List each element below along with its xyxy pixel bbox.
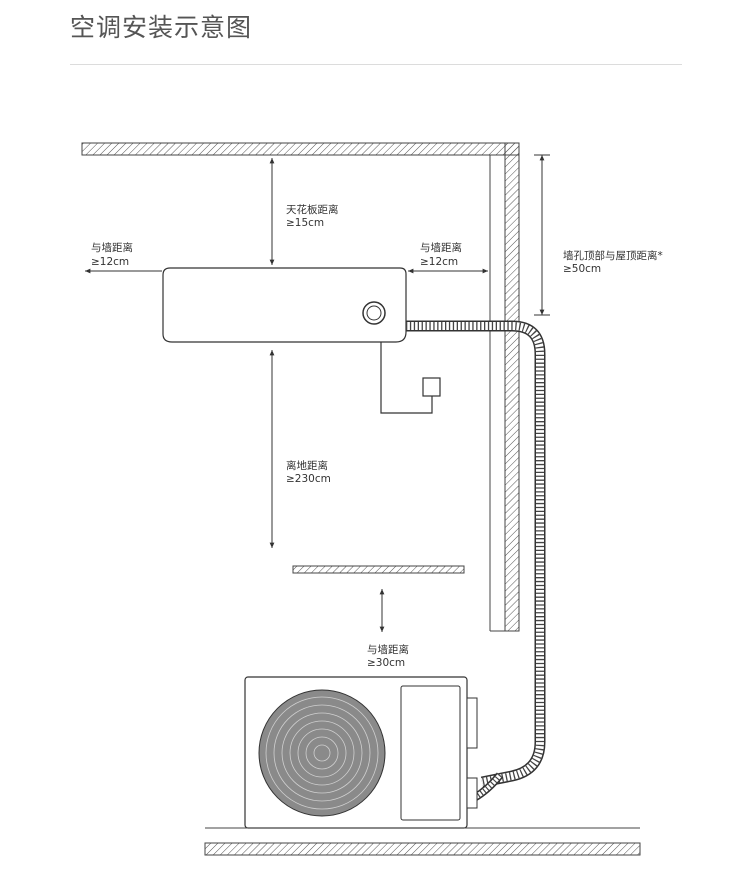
- left-wall-distance-label: 与墙距离: [91, 241, 133, 254]
- page-title: 空调安装示意图: [70, 13, 253, 42]
- right-wall-distance-value: ≥12cm: [420, 256, 458, 268]
- ceiling-distance-value: ≥15cm: [286, 217, 324, 229]
- ceiling: [81, 142, 520, 156]
- fan-grille-icon: [258, 689, 386, 817]
- right-wall-distance-label: 与墙距离: [420, 241, 462, 254]
- wall: [489, 142, 520, 632]
- ceiling-distance-label: 天花板距离: [286, 203, 339, 216]
- wall-hole-roof-value: ≥50cm: [563, 263, 601, 275]
- indoor-unit: [162, 267, 407, 343]
- title-divider: [70, 64, 682, 65]
- outdoor-shelter: [292, 565, 465, 574]
- power-outlet-icon: [380, 342, 441, 414]
- ground: [204, 827, 641, 856]
- outdoor-wall-distance-label: 与墙距离: [367, 643, 409, 656]
- floor-distance-value: ≥230cm: [286, 473, 331, 485]
- floor-distance-label: 离地距离: [286, 459, 328, 472]
- wall-hole-roof-label: 墙孔顶部与屋顶距离*: [563, 249, 663, 262]
- outdoor-wall-distance-value: ≥30cm: [367, 657, 405, 669]
- left-wall-distance-value: ≥12cm: [91, 256, 129, 268]
